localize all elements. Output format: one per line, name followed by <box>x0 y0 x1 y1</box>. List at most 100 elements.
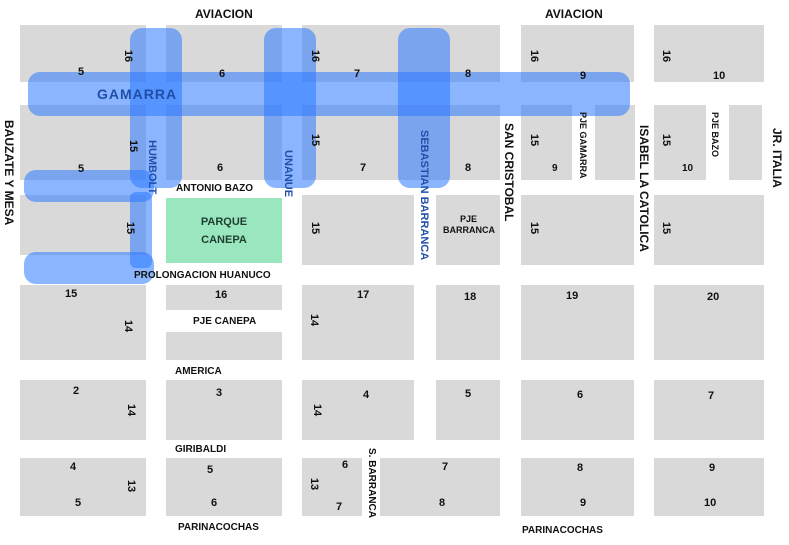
street-aviacion-right: AVIACION <box>545 7 603 21</box>
street-america: AMERICA <box>175 366 222 377</box>
block <box>20 195 146 255</box>
block <box>521 380 634 440</box>
block <box>302 458 362 516</box>
block-number: 15 <box>528 221 541 235</box>
unanue-highlight <box>264 28 316 188</box>
block <box>654 285 764 360</box>
block <box>521 285 634 360</box>
block <box>166 105 282 180</box>
block-number: 5 <box>78 163 85 175</box>
block-number: 9 <box>552 163 558 174</box>
block <box>436 285 500 360</box>
block-number: 7 <box>360 162 367 174</box>
block <box>20 105 146 180</box>
block-number: 6 <box>217 162 224 174</box>
block <box>595 105 635 180</box>
block-number: 8 <box>439 497 446 509</box>
block <box>166 380 282 440</box>
street-sebastian-barranca: SEBASTIAN BARRANCA <box>418 130 430 261</box>
block-number: 19 <box>566 290 579 302</box>
block <box>654 458 764 516</box>
block <box>302 195 414 265</box>
block <box>20 458 146 516</box>
block-number: 15 <box>309 221 322 235</box>
block-number: 7 <box>336 501 343 513</box>
block-number: 5 <box>207 464 214 476</box>
street-san-cristobal: SAN CRISTOBAL <box>502 123 516 222</box>
street-pje-barranca-2: BARRANCA <box>443 225 495 235</box>
block <box>729 105 762 180</box>
street-antonio-bazo: ANTONIO BAZO <box>176 183 254 194</box>
block-number: 14 <box>122 319 135 333</box>
street-unanue: UNANUE <box>282 150 294 198</box>
block-number: 7 <box>354 68 361 80</box>
block-number: 3 <box>216 387 223 399</box>
street-prolongacion-huanuco: PROLONGACION HUANUCO <box>134 270 271 281</box>
street-humbolt: HUMBOLT <box>146 140 158 195</box>
block-number: 15 <box>65 288 78 300</box>
street-isabel-la-catolica: ISABEL LA CATOLICA <box>637 125 651 252</box>
block-number: 17 <box>357 289 370 301</box>
block <box>166 458 282 516</box>
block-number: 9 <box>709 462 716 474</box>
block-number: 15 <box>528 133 541 147</box>
street-aviacion-left: AVIACION <box>195 7 253 21</box>
block <box>654 195 764 265</box>
block-number: 6 <box>211 497 218 509</box>
block <box>521 195 634 265</box>
block <box>166 332 282 360</box>
block-number: 7 <box>442 461 449 473</box>
block-number: 5 <box>78 66 85 78</box>
humbolt-lower-highlight <box>130 192 152 268</box>
street-pje-barranca-1: PJE <box>460 214 478 224</box>
block <box>545 105 572 180</box>
block-number: 8 <box>465 162 472 174</box>
sebastian-barranca-highlight <box>398 28 450 188</box>
block-number: 5 <box>465 388 472 400</box>
street-gamarra: GAMARRA <box>97 86 178 102</box>
block-number: 15 <box>124 221 137 235</box>
block <box>654 25 764 82</box>
street-bauzate-y-mesa: BAUZATE Y MESA <box>2 120 16 226</box>
block <box>166 285 282 310</box>
prolongacion-huanuco-highlight <box>24 252 154 284</box>
street-jr-italia: JR. ITALIA <box>770 128 784 188</box>
block-number: 14 <box>125 403 138 417</box>
block-number: 6 <box>577 389 584 401</box>
block-number: 15 <box>660 221 673 235</box>
block-number: 20 <box>707 291 720 303</box>
gamarra-highlight <box>28 72 630 116</box>
street-giribaldi: GIRIBALDI <box>175 444 227 455</box>
block-number: 8 <box>465 68 472 80</box>
block-number: 10 <box>682 163 694 174</box>
block-number: 16 <box>215 289 228 301</box>
parque-canepa: PARQUE CANEPA <box>166 198 282 263</box>
block <box>302 285 414 360</box>
block-number: 9 <box>580 70 587 82</box>
block-number: 6 <box>219 68 226 80</box>
park-label-line2: CANEPA <box>201 233 247 246</box>
block <box>436 380 500 440</box>
park-label-line1: PARQUE <box>200 215 248 228</box>
block <box>20 380 146 440</box>
block-number: 16 <box>528 49 541 63</box>
block-number: 4 <box>70 461 77 473</box>
block-number: 5 <box>75 497 82 509</box>
street-pje-bazo: PJE BAZO <box>710 112 720 158</box>
street-parinacochas-right: PARINACOCHAS <box>522 525 603 536</box>
block-number: 8 <box>577 462 584 474</box>
humbolt-highlight <box>130 28 182 188</box>
block-number: 15 <box>127 139 140 153</box>
block-number: 9 <box>580 497 587 509</box>
block-number: 14 <box>308 313 321 327</box>
block <box>302 380 414 440</box>
street-pje-canepa: PJE CANEPA <box>193 316 257 327</box>
block <box>380 458 500 516</box>
block-number: 10 <box>704 497 717 509</box>
block <box>20 285 146 360</box>
block <box>654 105 706 180</box>
block-number: 10 <box>713 70 726 82</box>
street-s-barranca: S. BARRANCA <box>366 448 377 518</box>
block-number: 16 <box>309 49 322 63</box>
